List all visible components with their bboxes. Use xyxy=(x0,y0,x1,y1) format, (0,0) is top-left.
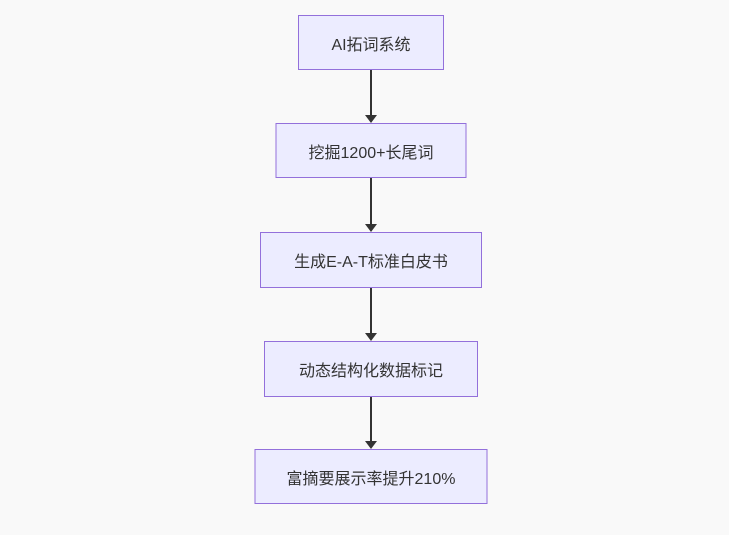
flow-node-longtail-mining: 挖掘1200+长尾词 xyxy=(275,123,467,178)
flow-node-label: 动态结构化数据标记 xyxy=(298,363,443,380)
flow-node-label: 挖掘1200+长尾词 xyxy=(308,144,434,162)
flow-node-label: 富摘要展示率提升210% xyxy=(286,470,456,488)
flow-node-rich-snippet-rate: 富摘要展示率提升210% xyxy=(254,449,488,504)
arrowhead-icon xyxy=(365,224,377,232)
flow-node-ai-word-system: AI拓词系统 xyxy=(298,15,444,70)
arrow-shaft xyxy=(370,288,372,334)
arrow-shaft xyxy=(370,70,372,116)
flow-node-label: AI拓词系统 xyxy=(331,36,411,54)
flow-node-structured-data-markup: 动态结构化数据标记 xyxy=(264,341,478,397)
flow-node-eat-whitepaper: 生成E-A-T标准白皮书 xyxy=(260,232,482,288)
arrowhead-icon xyxy=(365,333,377,341)
flow-node-label: 生成E-A-T标准白皮书 xyxy=(294,254,448,271)
arrow-shaft xyxy=(370,397,372,442)
arrowhead-icon xyxy=(365,115,377,123)
arrow-shaft xyxy=(370,178,372,225)
arrowhead-icon xyxy=(365,441,377,449)
